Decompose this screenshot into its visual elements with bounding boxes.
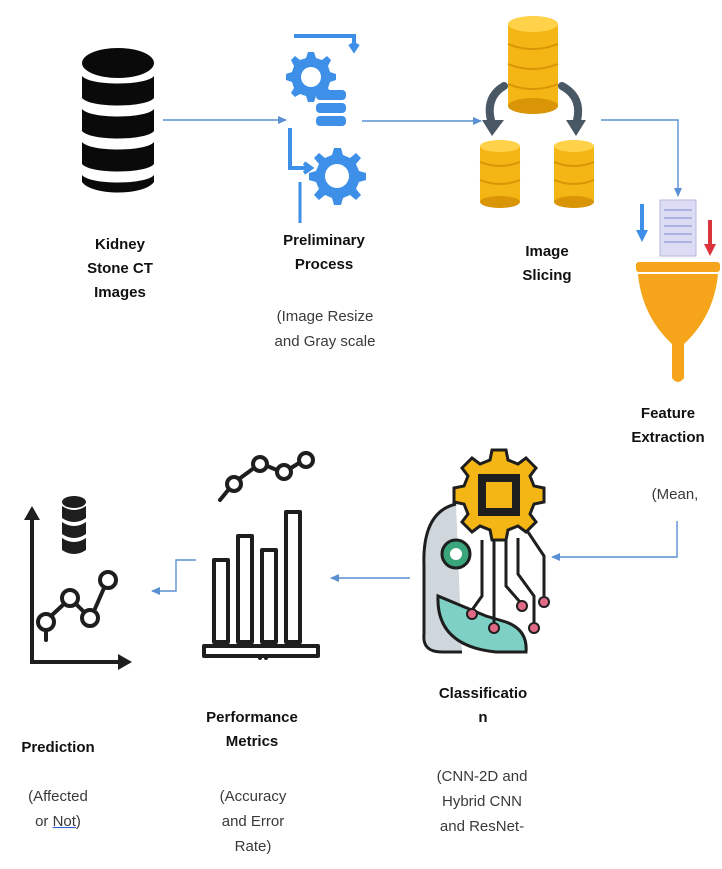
node-sub-preliminary-process: (Image Resize and Gray scale [255,304,395,354]
prediction-sub-line-2: or Not) [35,813,81,830]
underlined-word: Not [52,813,76,830]
bar-chart-icon [202,451,320,660]
feature-sub-line-1: (Mean, [651,486,699,503]
metrics-title-line-2: Metrics [225,733,279,750]
kidney-title-line-1: Kidney [94,236,145,253]
feature-title-line-1: Feature [640,405,696,422]
coin-stacks-icon [479,16,595,208]
node-label-image-slicing: Image Slicing [502,240,592,288]
kidney-title-line-3: Images [94,284,146,301]
arrow-slicing-to-feature [601,119,682,197]
classification-sub-line-3: and ResNet- [439,818,525,835]
node-sub-prediction: (Affected or Not) [6,784,110,834]
feature-title-line-2: Extraction [631,429,705,446]
preliminary-sub-line-2: and Gray scale [274,333,376,350]
classification-title-line-2: n [478,709,488,726]
preliminary-title-line-2: Process [294,256,354,273]
slicing-title-line-2: Slicing [522,267,572,284]
metrics-title-line-1: Performance [206,709,298,726]
node-label-prediction: Prediction [6,736,110,760]
metrics-sub-line-3: Rate) [234,838,272,855]
node-sub-feature-extraction: (Mean, [630,482,720,507]
ai-robot-chip-icon [422,448,550,654]
node-label-performance-metrics: Performance Metrics [186,706,318,754]
node-label-classification: Classificatio n [416,682,550,730]
node-label-feature-extraction: Feature Extraction [616,402,720,450]
node-sub-performance-metrics: (Accuracy and Error Rate) [188,784,318,859]
node-sub-classification: (CNN-2D and Hybrid CNN and ResNet- [412,764,552,839]
slicing-title-line-1: Image [525,243,569,260]
prediction-title-line-1: Prediction [21,739,95,756]
classification-sub-line-2: Hybrid CNN [441,793,522,810]
line-chart-icon [24,496,132,670]
metrics-sub-line-1: (Accuracy [219,788,287,805]
preliminary-sub-line-1: (Image Resize [276,308,374,325]
classification-sub-line-1: (CNN-2D and [436,768,528,785]
database-icon [82,48,154,193]
arrow-feature-to-classification [551,521,678,561]
gear-database-icon [286,34,366,223]
arrow-metrics-to-prediction [151,559,196,595]
classification-title-line-1: Classificatio [438,685,528,702]
funnel-icon [636,199,720,382]
node-label-preliminary-process: Preliminary Process [262,229,386,277]
metrics-sub-line-2: and Error [221,813,285,830]
prediction-sub-line-1: (Affected [28,788,88,805]
node-label-kidney-stone-ct-images: Kidney Stone CT Images [70,233,170,305]
kidney-title-line-2: Stone CT [87,260,153,277]
preliminary-title-line-1: Preliminary [283,232,365,249]
